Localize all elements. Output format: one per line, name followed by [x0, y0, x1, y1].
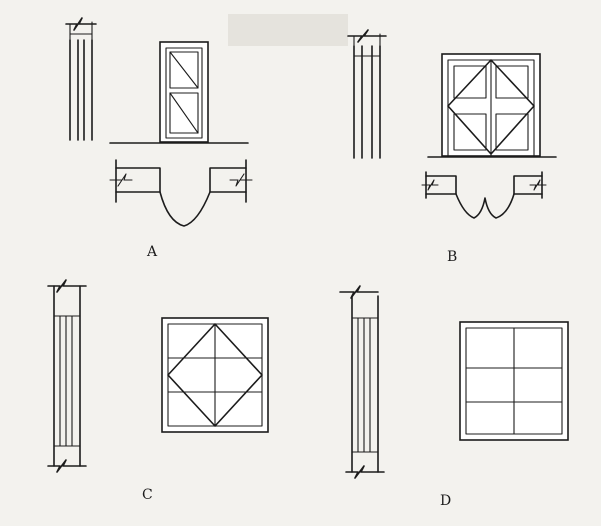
figure-d	[339, 285, 569, 479]
figure-b-label: B	[447, 249, 458, 265]
figure-a-door-elevation	[109, 41, 249, 144]
figure-a-wall-section	[65, 17, 97, 141]
figure-d-label: D	[440, 493, 452, 509]
figure-d-window-wall-section	[339, 285, 385, 479]
bleed-through-mark	[228, 14, 348, 46]
figure-b-double-door-elevation	[427, 53, 557, 158]
figure-c-window-wall-section	[47, 279, 87, 473]
figure-c-window-elevation	[161, 317, 269, 433]
figure-a-label: A	[147, 244, 158, 260]
figure-b-wall-section	[347, 29, 387, 159]
figure-b	[347, 29, 557, 219]
figure-c	[47, 279, 269, 473]
figure-a	[65, 17, 253, 227]
figure-a-door-plan	[109, 159, 253, 227]
figure-b-double-door-plan	[421, 171, 547, 219]
figure-d-window-elevation	[459, 321, 569, 441]
figure-c-label: C	[142, 487, 153, 503]
